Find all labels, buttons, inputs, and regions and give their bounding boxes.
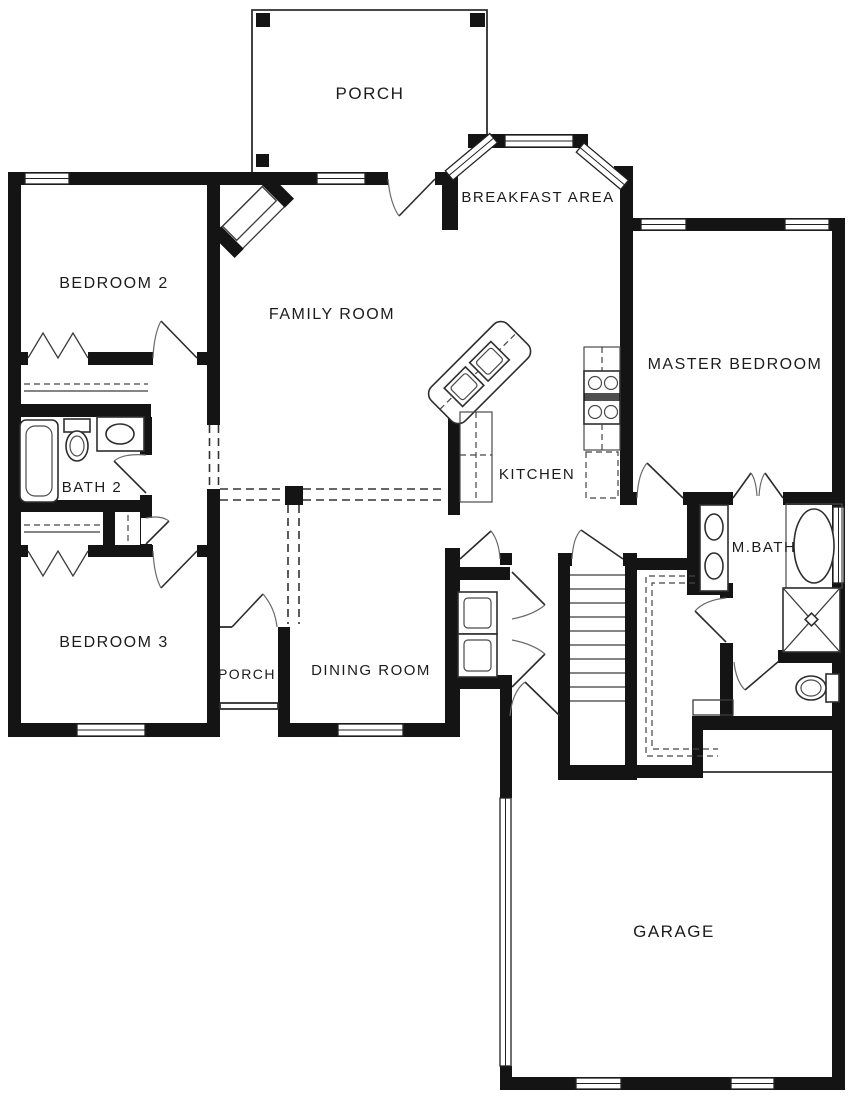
room-label-breakfast-area: BREAKFAST AREA bbox=[461, 189, 614, 206]
range-cooktop bbox=[583, 346, 621, 451]
room-label-porch-entry: PORCH bbox=[218, 666, 276, 682]
double-vanity bbox=[699, 504, 729, 592]
door-walkin-closet bbox=[694, 597, 727, 643]
room-label-bath-2: BATH 2 bbox=[62, 479, 122, 496]
room-label-family-room: FAMILY ROOM bbox=[269, 306, 395, 323]
porch-top-outline bbox=[251, 9, 488, 172]
porch-post bbox=[470, 13, 485, 27]
window bbox=[640, 218, 687, 231]
double-door-master-bath bbox=[732, 472, 784, 499]
door-laundry-upper bbox=[511, 571, 546, 620]
door-stair-hall bbox=[571, 529, 624, 560]
window bbox=[575, 1077, 622, 1090]
staircase bbox=[570, 574, 625, 702]
window bbox=[316, 172, 366, 185]
room-label-porch-top: PORCH bbox=[336, 84, 405, 103]
cased-openings bbox=[208, 425, 445, 624]
door-foyer-hall bbox=[509, 681, 561, 717]
fireplace bbox=[211, 175, 295, 259]
garage-side-window-band bbox=[499, 797, 512, 1067]
window bbox=[24, 172, 70, 185]
door-toilet-room bbox=[733, 660, 780, 691]
closet-rods bbox=[24, 383, 148, 543]
window bbox=[784, 218, 830, 231]
kitchen-base-counter bbox=[459, 411, 493, 503]
room-label-kitchen: KITCHEN bbox=[499, 466, 575, 483]
porch-post bbox=[256, 13, 270, 27]
window bbox=[504, 134, 574, 148]
room-labels: PORCH BREAKFAST AREA BEDROOM 2 FAMILY RO… bbox=[59, 84, 823, 941]
windows bbox=[24, 132, 845, 1090]
garden-tub bbox=[785, 503, 843, 589]
bifold-bedroom-3-closet bbox=[27, 549, 89, 578]
front-door bbox=[231, 593, 278, 628]
door-laundry-lower bbox=[511, 639, 546, 688]
room-label-bedroom-3: BEDROOM 3 bbox=[59, 634, 169, 651]
room-label-m-bath: M.BATH bbox=[732, 539, 797, 556]
toilet bbox=[795, 673, 840, 703]
toilet bbox=[63, 418, 91, 462]
room-label-garage: GARAGE bbox=[633, 922, 715, 941]
room-label-master-bedroom: MASTER BEDROOM bbox=[648, 356, 823, 373]
window bbox=[575, 142, 630, 191]
doors bbox=[27, 178, 784, 717]
door-bedroom-2 bbox=[152, 320, 198, 359]
shower bbox=[782, 587, 841, 653]
vanity-sink bbox=[96, 416, 145, 452]
room-label-dining-room: DINING ROOM bbox=[311, 662, 431, 679]
bathtub bbox=[19, 419, 59, 503]
entry-porch-outline bbox=[219, 626, 279, 710]
bifold-bedroom-2-closet bbox=[27, 331, 89, 360]
kitchen-counter-angled bbox=[427, 320, 532, 425]
door-family-to-porch bbox=[387, 178, 436, 217]
door-master-bedroom bbox=[636, 462, 684, 499]
washer bbox=[457, 591, 498, 635]
window bbox=[76, 723, 146, 737]
door-bath-2 bbox=[113, 454, 147, 494]
closet-shelving bbox=[645, 575, 718, 757]
door-bedroom-3 bbox=[152, 550, 198, 589]
window bbox=[337, 723, 404, 737]
rear-patio-edge bbox=[692, 699, 832, 773]
door-linen-closet bbox=[145, 516, 170, 545]
porch-post bbox=[256, 154, 269, 167]
kitchen-double-sink bbox=[443, 340, 511, 408]
window bbox=[730, 1077, 775, 1090]
refrigerator bbox=[585, 451, 619, 499]
door-dining bbox=[459, 530, 501, 560]
room-label-bedroom-2: BEDROOM 2 bbox=[59, 275, 169, 292]
dryer bbox=[457, 633, 498, 678]
window bbox=[444, 132, 499, 181]
